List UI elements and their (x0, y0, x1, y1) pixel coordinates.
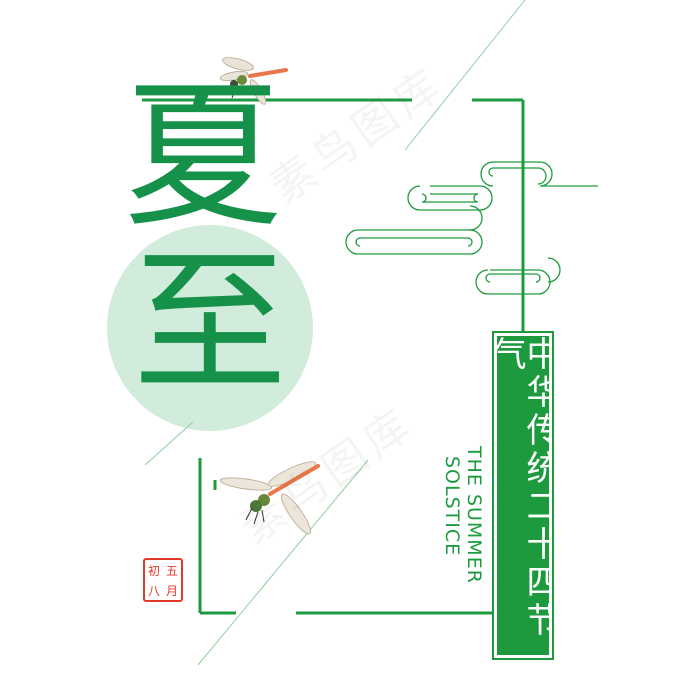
english-line-1: THE SUMMER (462, 446, 485, 584)
seal-char-bottom-right: 月 (165, 583, 178, 598)
diagonal-line-top (404, 0, 526, 151)
english-line-2: SOLSTICE (440, 456, 463, 557)
title-char-zhi: 至 (132, 234, 287, 413)
seal-stamp-icon: 五 初 月 八 (143, 558, 183, 602)
title-char-xia: 夏 (124, 65, 282, 249)
seal-char-top-left: 初 (147, 563, 160, 578)
seal-char-top-right: 五 (165, 563, 178, 578)
dragonfly-icon (219, 461, 320, 535)
cloud-icon (345, 161, 598, 295)
diagonal-line-bottom (197, 459, 369, 666)
seal-char-bottom-left: 八 (147, 583, 160, 598)
solar-term-tag: 中华传统二十四节气 (486, 331, 560, 660)
diagonal-line-mid (144, 421, 194, 466)
rectangle-frame (142, 98, 525, 615)
dragonfly-icon (219, 57, 288, 105)
pale-green-circle (107, 225, 313, 431)
solar-term-tag-text: 中华传统二十四节气 (486, 336, 560, 640)
